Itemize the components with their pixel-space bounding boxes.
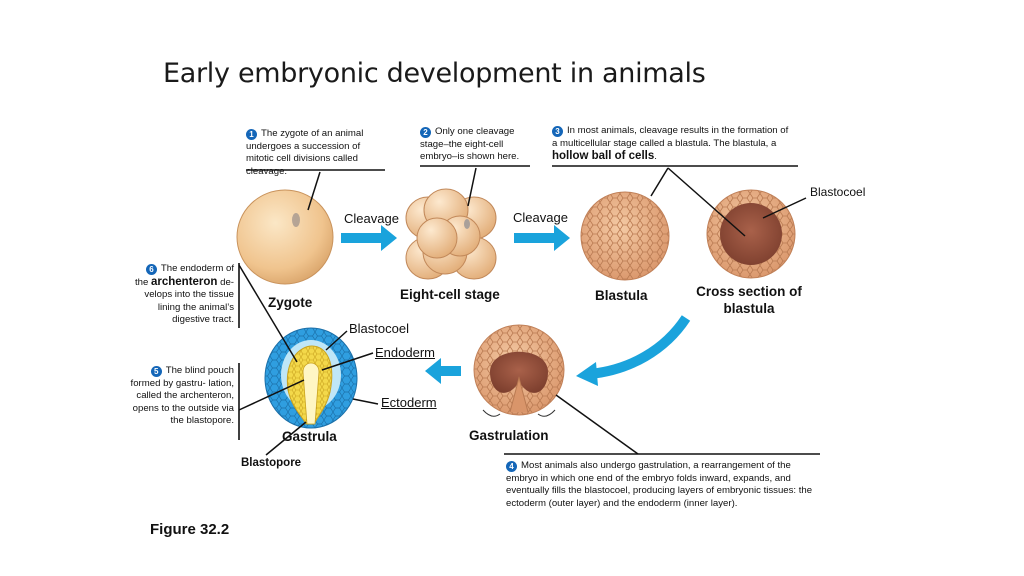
step-2-text: Only one cleavage stage–the eight-cell e… (420, 126, 520, 163)
step-3-text-b: . (654, 151, 657, 163)
blastula-cross-section-illustration (706, 189, 796, 279)
pointer-endoderm (321, 352, 374, 371)
blastula-label: Blastula (595, 288, 648, 303)
pointer-4 (555, 394, 639, 455)
pointer-3b (667, 167, 746, 237)
pointer-2 (467, 167, 477, 207)
pointer-ectoderm (352, 398, 379, 405)
step-6-text-a: The endoderm of the (134, 263, 234, 288)
step-3-text-bold: hollow ball of cells (552, 150, 655, 163)
cleavage-arrow-1 (341, 225, 397, 251)
zygote-illustration (236, 189, 334, 285)
step-3-text-a: In most animals, cleavage results in the… (552, 125, 789, 149)
gastrula-arrow (425, 358, 461, 384)
step-6-text-bold: archenteron (150, 275, 218, 288)
curved-arrow (589, 315, 691, 379)
gastrula-label: Gastrula (282, 429, 337, 444)
step-1-badge: 1 (246, 129, 257, 140)
zygote-label: Zygote (268, 295, 313, 310)
pointer-blastocoel-gastrula (325, 330, 348, 351)
cleavage-label-2: Cleavage (513, 210, 568, 225)
step-2-badge: 2 (420, 127, 431, 138)
step-1-text: The zygote of an animal undergoes a succ… (246, 128, 364, 177)
blastocoel-label-top: Blastocoel (810, 185, 866, 199)
cleavage-label-1: Cleavage (344, 211, 399, 226)
cleavage-arrow-2 (514, 225, 570, 251)
pointer-6 (238, 264, 298, 363)
gastrula-illustration (264, 327, 358, 429)
gastrulation-label: Gastrulation (469, 428, 549, 443)
pointer-blastopore (265, 421, 307, 456)
pointer-blastocoel-top (762, 197, 807, 219)
endoderm-label: Endoderm (375, 345, 435, 360)
step-4-text: Most animals also undergo gastrulation, … (506, 460, 813, 509)
step-3-badge: 3 (552, 126, 563, 137)
blastula-illustration (580, 191, 670, 281)
cross-section-label: Cross section of blastula (696, 284, 802, 316)
pointer-3a (650, 167, 669, 197)
eight-cell-label: Eight-cell stage (400, 287, 500, 302)
ectoderm-label: Ectoderm (381, 395, 437, 410)
gastrulation-illustration (473, 324, 565, 417)
step-5-badge: 5 (150, 366, 162, 377)
figure-label: Figure 32.2 (150, 521, 230, 538)
blastocoel-label-gastrula: Blastocoel (349, 321, 409, 336)
blastopore-label: Blastopore (241, 457, 302, 469)
step-6-text-b: de- velops into the tissue lining the an… (144, 276, 234, 326)
step-5-text: The blind pouch formed by gastru- lation… (130, 365, 234, 427)
step-6-badge: 6 (145, 264, 157, 275)
step-4-badge: 4 (506, 461, 517, 472)
pointer-5 (238, 379, 305, 411)
page-title: Early embryonic development in animals (163, 58, 706, 89)
pointer-1 (307, 171, 321, 211)
eight-cell-illustration (405, 188, 497, 280)
